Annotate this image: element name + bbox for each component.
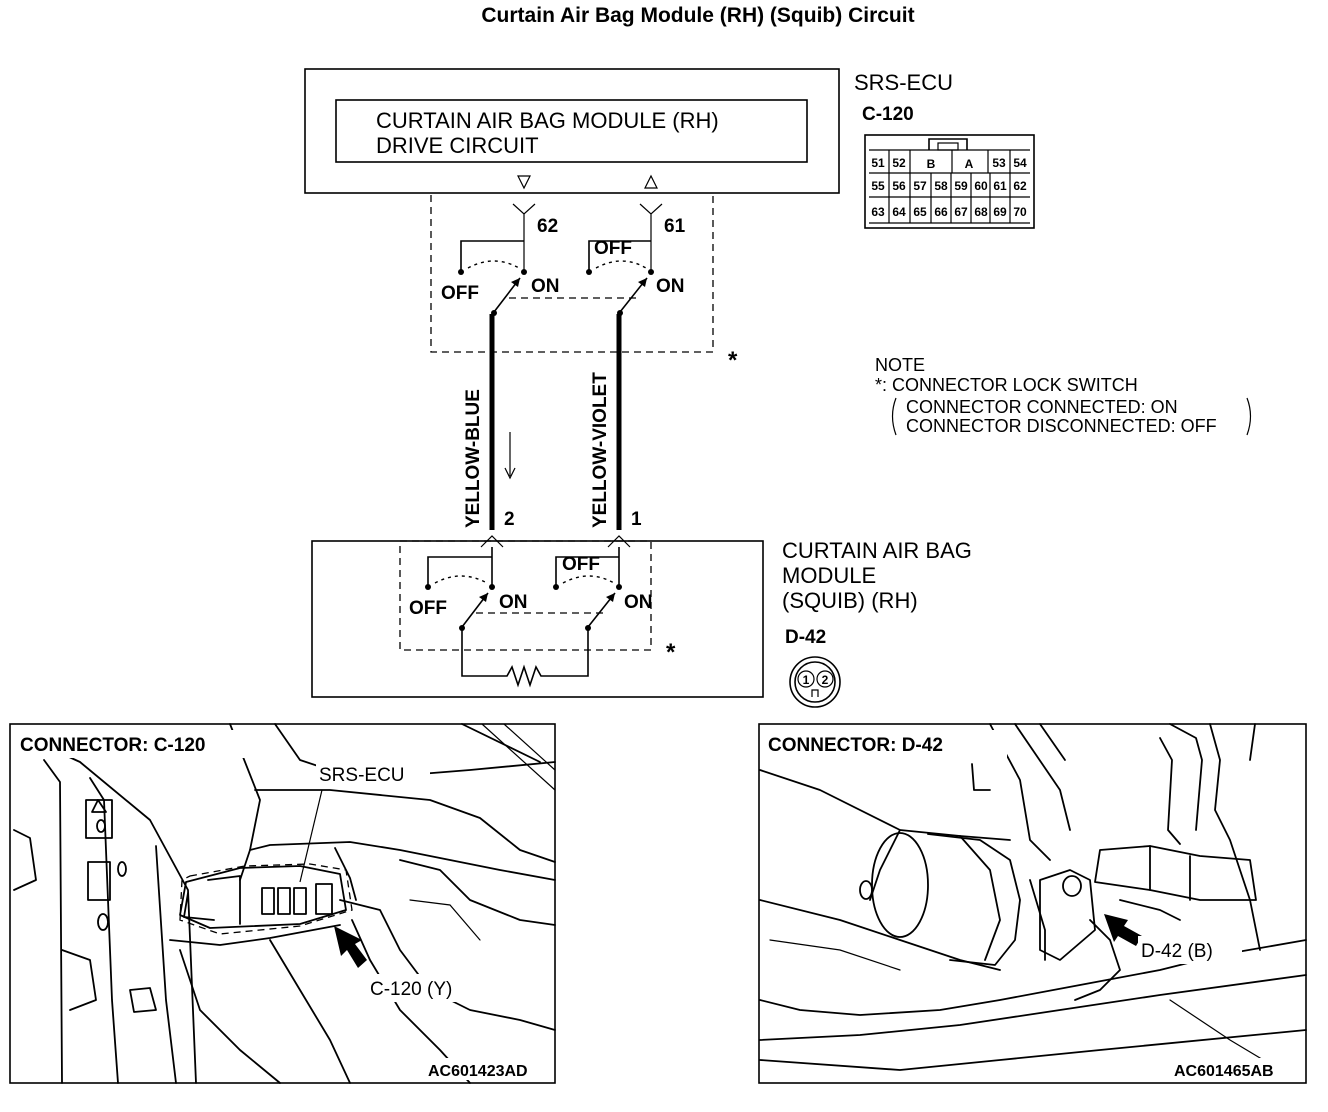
note-line-3: CONNECTOR DISCONNECTED: OFF	[906, 416, 1217, 436]
svg-text:62: 62	[1013, 179, 1027, 193]
module-switch-on-right: ON	[624, 592, 653, 613]
c120-pin-row-2: 55 56 57 58 59 60 61 62	[871, 179, 1027, 193]
photo-left-label-connector: C-120 (Y)	[370, 979, 452, 1000]
svg-text:B: B	[927, 157, 936, 171]
svg-text:68: 68	[974, 205, 988, 219]
srs-ecu-name: SRS-ECU	[854, 70, 953, 95]
photo-right-label-connector: D-42 (B)	[1141, 941, 1213, 962]
wire-color-yellow-violet: YELLOW-VIOLET	[590, 372, 611, 528]
svg-text:63: 63	[871, 205, 885, 219]
wire-color-yellow-blue: YELLOW-BLUE	[463, 389, 484, 528]
output-arrow-down	[517, 175, 531, 190]
ecu-lock-star: *	[728, 347, 738, 374]
photo-left-code: AC601423AD	[428, 1063, 528, 1080]
svg-text:66: 66	[934, 205, 948, 219]
svg-text:54: 54	[1013, 156, 1027, 170]
module-switch-on-left: ON	[499, 592, 528, 613]
ecu-switch-on-right: ON	[656, 276, 685, 297]
ecu-switch-off-right: OFF	[594, 238, 632, 259]
module-name-line1: CURTAIN AIR BAG	[782, 538, 972, 563]
module-terminal-1: 1	[631, 509, 642, 530]
c120-location-arrow	[334, 926, 367, 968]
svg-text:56: 56	[892, 179, 906, 193]
photo-left-connector-c120: CONNECTOR: C-120 SRS-ECU C-120 (Y) AC601…	[9, 723, 556, 1084]
drive-circuit-label-line2: DRIVE CIRCUIT	[376, 133, 539, 158]
svg-text:2: 2	[822, 673, 829, 687]
svg-text:65: 65	[913, 205, 927, 219]
d42-location-arrow	[1104, 914, 1142, 946]
note-line-2: CONNECTOR CONNECTED: ON	[906, 397, 1178, 417]
note-block: NOTE *: CONNECTOR LOCK SWITCH CONNECTOR …	[875, 355, 1252, 436]
svg-text:1: 1	[803, 673, 810, 687]
module-name-line2: MODULE	[782, 563, 876, 588]
harness-wires: YELLOW-BLUE YELLOW-VIOLET 2 1	[463, 314, 642, 548]
svg-text:69: 69	[993, 205, 1007, 219]
svg-text:51: 51	[871, 156, 885, 170]
note-line-1: *: CONNECTOR LOCK SWITCH	[875, 375, 1138, 395]
svg-text:64: 64	[892, 205, 906, 219]
output-arrow-up	[644, 174, 658, 189]
svg-text:55: 55	[871, 179, 885, 193]
photo-left-label-ecu: SRS-ECU	[319, 765, 405, 786]
svg-text:67: 67	[954, 205, 968, 219]
c120-connector-face: 51 52 B A 53 54 55 56 57 58 59 60 61 62 …	[864, 134, 1035, 229]
svg-text:61: 61	[993, 179, 1007, 193]
drive-circuit-label-line1: CURTAIN AIR BAG MODULE (RH)	[376, 108, 719, 133]
srs-ecu-block: CURTAIN AIR BAG MODULE (RH) DRIVE CIRCUI…	[304, 68, 840, 194]
ecu-pin-62: 62	[537, 216, 558, 237]
svg-text:53: 53	[992, 156, 1006, 170]
photo-right-connector-d42: CONNECTOR: D-42 D-42 (B) AC601465AB	[758, 723, 1307, 1084]
current-direction-arrow	[504, 432, 516, 480]
module-lock-star: *	[666, 639, 676, 666]
module-switch-off-right: OFF	[562, 554, 600, 575]
ecu-switch-on-left: ON	[531, 276, 560, 297]
ecu-lock-switch: 62 61 OFF ON OFF ON	[430, 195, 714, 353]
module-terminal-2: 2	[504, 509, 515, 530]
c120-pin-row-3: 63 64 65 66 67 68 69 70	[871, 205, 1027, 219]
svg-text:57: 57	[913, 179, 927, 193]
ecu-connector-code: C-120	[862, 104, 914, 125]
ecu-switch-off-left: OFF	[441, 283, 479, 304]
photo-left-heading: CONNECTOR: C-120	[20, 735, 205, 756]
photo-right-code: AC601465AB	[1174, 1063, 1274, 1080]
svg-text:60: 60	[974, 179, 988, 193]
diagram-title: Curtain Air Bag Module (RH) (Squib) Circ…	[481, 4, 914, 27]
svg-text:A: A	[965, 157, 974, 171]
svg-text:52: 52	[892, 156, 906, 170]
photo-right-heading: CONNECTOR: D-42	[768, 735, 943, 756]
c120-pin-row-1: 51 52 B A 53 54	[871, 150, 1027, 173]
svg-text:59: 59	[954, 179, 968, 193]
ecu-pin-61: 61	[664, 216, 686, 237]
svg-text:58: 58	[934, 179, 948, 193]
svg-text:70: 70	[1013, 205, 1027, 219]
d42-connector-face: 1 2	[789, 656, 841, 708]
module-switch-off-left: OFF	[409, 598, 447, 619]
note-heading: NOTE	[875, 355, 925, 375]
module-connector-code: D-42	[785, 627, 826, 648]
airbag-module-block: OFF ON OFF ON	[311, 540, 764, 698]
module-name-line3: (SQUIB) (RH)	[782, 588, 918, 613]
